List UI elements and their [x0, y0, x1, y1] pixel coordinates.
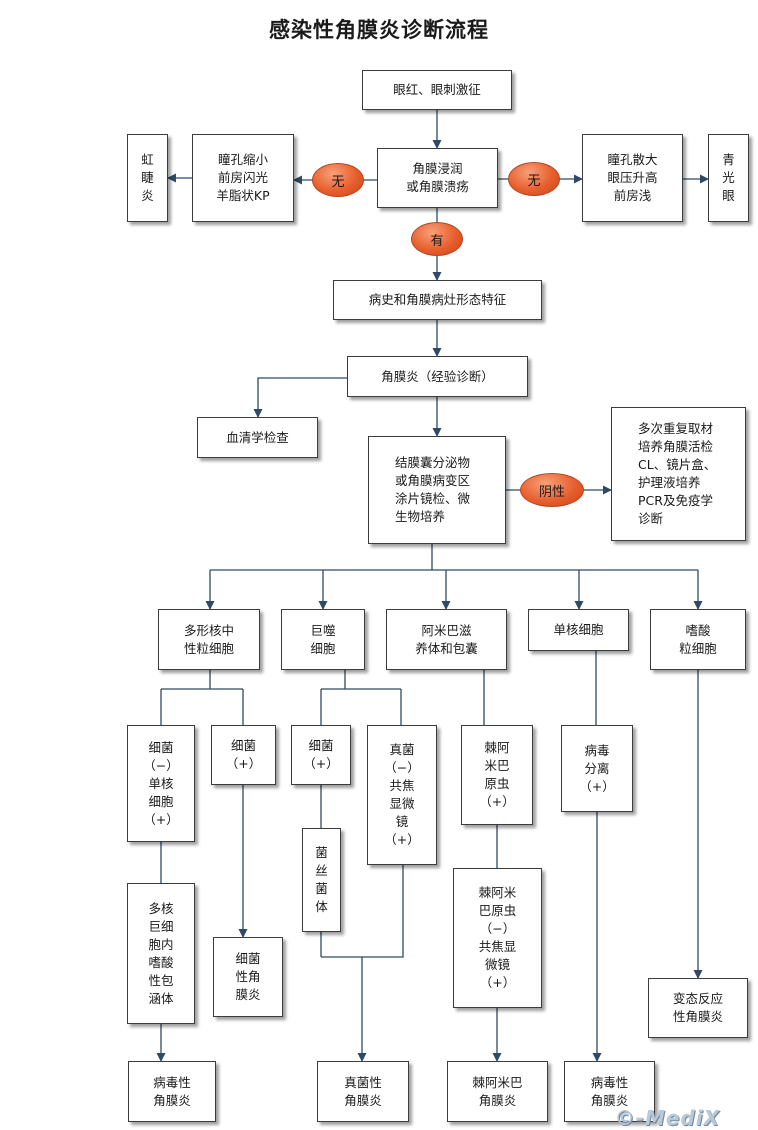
diagram-title: 感染性角膜炎诊断流程 [269, 18, 489, 42]
bacteria-neg-box: 细菌 （−） 单核 细胞 （+） [127, 725, 195, 842]
viral-keratitis-box-2: 病毒性 角膜炎 [564, 1061, 655, 1122]
bacterial-keratitis-box: 细菌 性角 膜炎 [213, 937, 283, 1017]
bacteria-pos-box-1: 细菌 （+） [211, 725, 276, 785]
iritis-box: 虹 睫 炎 [127, 134, 168, 222]
watermark-logo: ©-MediX [614, 1106, 720, 1130]
eos-box: 嗜酸 粒细胞 [650, 609, 746, 670]
serology-box: 血清学检查 [197, 417, 318, 458]
inclusion-body-box: 多核 巨细 胞内 嗜酸 性包 涵体 [127, 883, 195, 1024]
macrophage-box: 巨噬 细胞 [281, 609, 365, 670]
pupil-large-box: 瞳孔散大 眼压升高 前房浅 [582, 134, 683, 222]
acanthamoeba-keratitis-box: 棘阿米巴 角膜炎 [447, 1061, 548, 1122]
acanthamoeba-pos-box: 棘阿 米巴 原虫 （+） [461, 725, 533, 825]
repeat-sampling-box: 多次重复取材 培养角膜活检 CL、镜片盒、 护理液培养 PCR及免疫学 诊断 [611, 407, 746, 541]
amoeba-box: 阿米巴滋 养体和包囊 [386, 609, 507, 670]
virus-isolation-box: 病毒 分离 （+） [561, 725, 633, 812]
symptom-box: 眼红、眼刺激征 [362, 70, 512, 110]
allergic-keratitis-box: 变态反应 性角膜炎 [648, 978, 748, 1038]
no-label-right: 无 [508, 162, 560, 196]
viral-keratitis-box-1: 病毒性 角膜炎 [128, 1061, 216, 1122]
infiltrate-box: 角膜浸润 或角膜溃疡 [377, 148, 498, 208]
no-label-left: 无 [312, 163, 364, 197]
negative-label: 阴性 [520, 473, 584, 507]
glaucoma-box: 青 光 眼 [708, 134, 749, 222]
smear-culture-box: 结膜囊分泌物 或角膜病变区 涂片镜检、微 生物培养 [368, 436, 506, 544]
fungus-box: 真菌 （−） 共焦 显微 镜 （+） [367, 725, 437, 865]
pupil-small-box: 瞳孔缩小 前房闪光 羊脂状KP [192, 134, 294, 222]
pmn-box: 多形核中 性粒细胞 [158, 609, 260, 670]
bacteria-pos-box-2: 细菌 （+） [291, 725, 351, 785]
fungal-keratitis-box: 真菌性 角膜炎 [317, 1061, 409, 1122]
yes-label: 有 [411, 222, 463, 256]
mono-box: 单核细胞 [528, 609, 629, 651]
history-box: 病史和角膜病灶形态特征 [333, 280, 542, 320]
keratitis-empirical-box: 角膜炎（经验诊断） [347, 356, 528, 397]
hyphae-box: 菌 丝 菌 体 [302, 828, 341, 932]
acanthamoeba-neg-box: 棘阿米 巴原虫 （−） 共焦显 微镜 （+） [453, 868, 542, 1008]
